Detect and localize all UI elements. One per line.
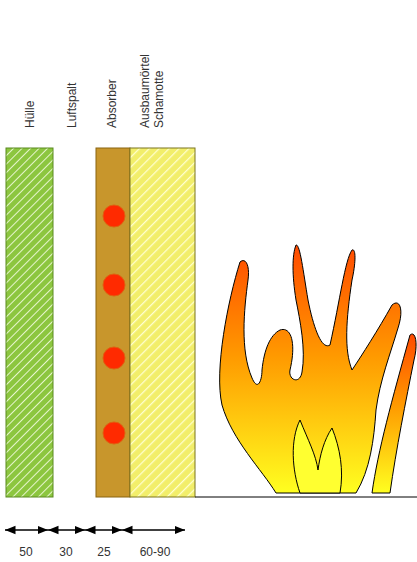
absorber-pipes bbox=[103, 205, 125, 444]
absorber-layer bbox=[96, 148, 130, 497]
flames bbox=[220, 245, 416, 493]
layer-label: Absorber bbox=[105, 18, 119, 128]
dimension-arrows bbox=[5, 529, 185, 531]
layer-label: Hülle bbox=[23, 18, 37, 128]
layer-label: Luftspalt bbox=[65, 18, 79, 128]
firebrick-layer bbox=[130, 148, 195, 497]
dimension-label: 25 bbox=[97, 545, 110, 559]
dimension-label: 50 bbox=[19, 545, 32, 559]
shell-layer bbox=[6, 148, 53, 497]
dimension-label: 30 bbox=[59, 545, 72, 559]
dimension-label: 60-90 bbox=[140, 545, 171, 559]
floor-line bbox=[195, 497, 417, 498]
layer-label: Ausbaumörtel Schamotte bbox=[138, 16, 166, 128]
